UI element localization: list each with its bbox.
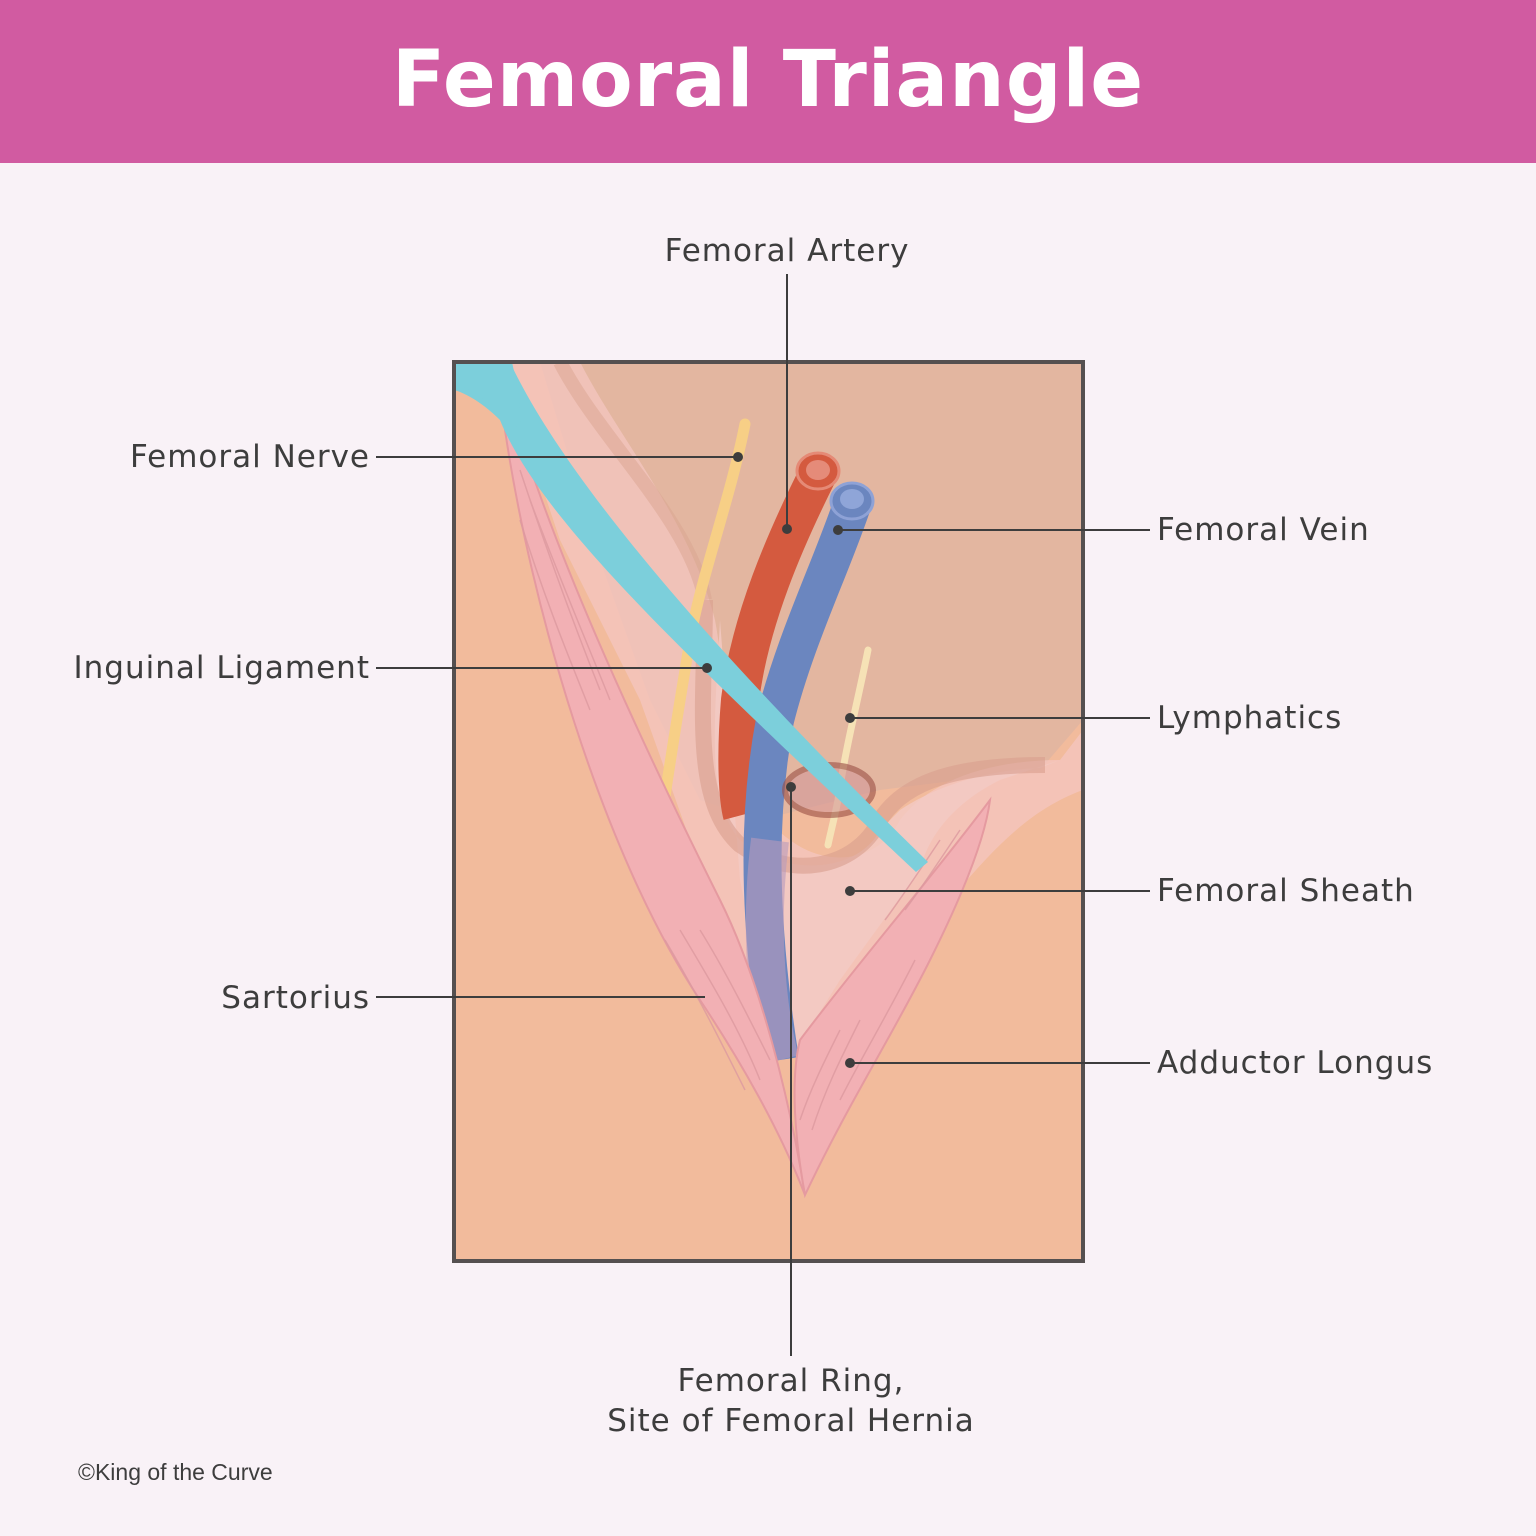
leader-lines (376, 274, 1150, 1356)
adductor-longus-pointer (845, 1058, 855, 1068)
label-inguinal-ligament: Inguinal Ligament (73, 650, 370, 686)
adductor-fibers (799, 829, 961, 1131)
inguinal-ligament-attachment (460, 362, 521, 430)
page-title: Femoral Triangle (391, 34, 1145, 125)
label-femoral-ring-line2: Site of Femoral Hernia (607, 1403, 975, 1439)
sartorius-fibers (519, 469, 771, 1091)
label-femoral-ring: Femoral Ring, Site of Femoral Hernia (541, 1363, 1041, 1439)
femoral-artery-pointer (782, 524, 792, 534)
femoral-artery-lumen (806, 460, 830, 480)
inguinal-ligament-pointer (702, 663, 712, 673)
adductor-longus-muscle (793, 796, 992, 1199)
femoral-sheath-pointer (845, 886, 855, 896)
label-femoral-vein: Femoral Vein (1157, 512, 1370, 548)
label-adductor-longus: Adductor Longus (1157, 1045, 1434, 1081)
label-sartorius: Sartorius (221, 980, 370, 1016)
label-femoral-ring-line1: Femoral Ring, (677, 1363, 905, 1399)
copyright-text: ©King of the Curve (78, 1459, 273, 1485)
label-femoral-artery: Femoral Artery (664, 233, 910, 269)
femoral-sheath-edge (694, 599, 1046, 874)
lymphatics-pointer (845, 713, 855, 723)
iliopsoas-edge (553, 362, 712, 602)
femoral-vein-pointer (833, 525, 843, 535)
label-lymphatics: Lymphatics (1157, 700, 1343, 736)
label-femoral-nerve: Femoral Nerve (129, 439, 370, 475)
femoral-ring-pointer (786, 782, 796, 792)
diagram-frame (452, 360, 1085, 1263)
femoral-nerve-pointer (733, 452, 743, 462)
inguinal-ligament (454, 362, 928, 872)
femoral-vein-distal (745, 837, 799, 1065)
title-banner: Femoral Triangle (0, 0, 1536, 163)
femoral-vein-lumen (840, 489, 864, 509)
label-femoral-sheath: Femoral Sheath (1157, 873, 1415, 909)
